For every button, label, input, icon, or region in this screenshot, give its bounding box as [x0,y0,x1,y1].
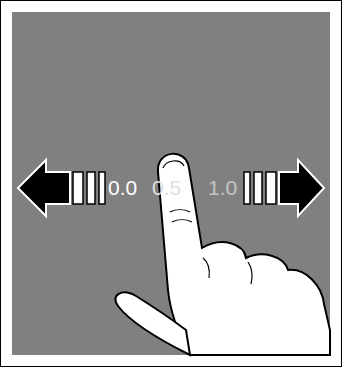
right-arrow [279,160,324,216]
slider-bar [244,172,250,204]
slider-bar [254,172,262,204]
scale-value: 1.0 [208,176,237,200]
thumb [115,293,190,355]
hand [158,154,330,355]
skin-crease [170,210,252,284]
slider-bar [87,172,95,204]
slider-bar [266,172,276,204]
scale-value: 0.5 [152,176,181,200]
slider-bar [99,172,105,204]
slider-bar [73,172,83,204]
fingernail [163,161,184,168]
screen-area [12,12,330,355]
left-arrow [18,160,70,216]
scale-value: 0.0 [108,176,137,200]
